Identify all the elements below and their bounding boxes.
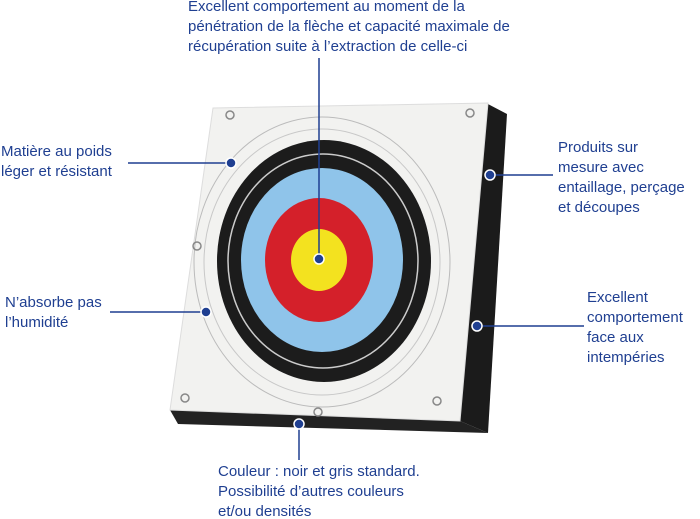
callout-text: intempéries [587, 349, 665, 366]
callout-text: léger et résistant [1, 163, 112, 180]
callout-lines [110, 58, 584, 460]
dot-bottom [293, 418, 305, 430]
callout-text: récupération suite à l’extraction de cel… [188, 38, 468, 55]
callout-text: et découpes [558, 199, 640, 216]
callout-text: mesure avec [558, 159, 644, 176]
callout-text: Possibilité d’autres couleurs [218, 483, 404, 500]
dot-right-mid [471, 320, 483, 332]
dot-center [313, 253, 325, 265]
callout-right-mid: Excellent comportement face aux intempér… [587, 288, 683, 368]
callout-text: et/ou densités [218, 503, 312, 519]
callout-text: Excellent comportement au moment de la [188, 0, 465, 15]
callout-top: Excellent comportement au moment de la p… [188, 0, 510, 57]
callout-text: face aux [587, 329, 644, 346]
callout-right-top: Produits sur mesure avec entaillage, per… [558, 138, 685, 218]
callout-text: pénétration de la flèche et capacité max… [188, 18, 510, 35]
callout-text: comportement [587, 309, 683, 326]
callout-bottom: Couleur : noir et gris standard. Possibi… [218, 462, 420, 519]
target-side [460, 103, 507, 433]
callout-text: Matière au poids [1, 143, 112, 160]
callout-text: N’absorbe pas [5, 294, 102, 311]
target-bottom-edge [170, 410, 488, 433]
dot-right-top [484, 169, 496, 181]
callout-text: Excellent [587, 289, 648, 306]
callout-left-mid: N’absorbe pas l’humidité [5, 293, 102, 333]
callout-text: Produits sur [558, 139, 639, 156]
callout-text: l’humidité [5, 314, 69, 331]
callout-left-top: Matière au poids léger et résistant [1, 142, 112, 182]
dot-left-mid [200, 306, 212, 318]
callout-text: Couleur : noir et gris standard. [218, 463, 420, 480]
callout-text: entaillage, perçage [558, 179, 685, 196]
dot-left-top [225, 157, 237, 169]
